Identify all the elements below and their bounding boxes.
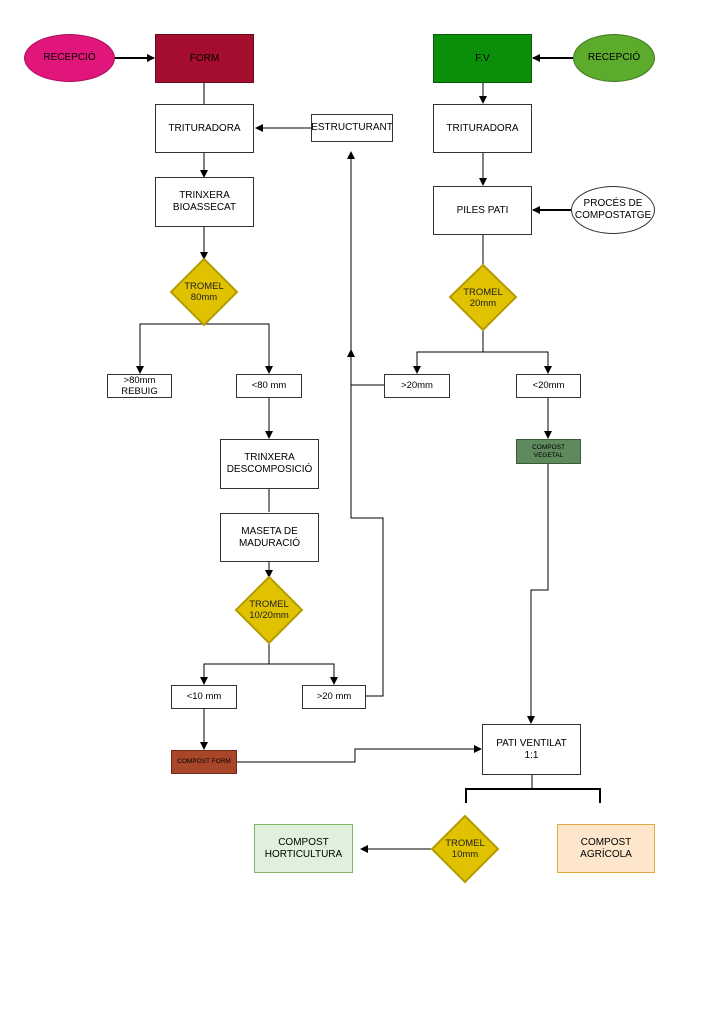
piles-pati-node: PILES PATI [433,186,532,235]
tromel-10-diamond [430,814,500,884]
edge-gt20left-estructurant [347,151,384,697]
rebuig-node: >80mm REBUIG [107,374,172,398]
edge-bracket [465,788,601,803]
edge-tromel20-split [413,330,484,374]
compost-horticultura-node: COMPOST HORTICULTURA [254,824,353,873]
estructurant-label: ESTRUCTURANT [311,122,393,133]
edge-tromel80-lt80 [204,323,273,374]
recepcio-right-node: RECEPCIÓ [573,34,655,82]
gt20-left-node: >20 mm [302,685,366,709]
trituradora-left-node: TRITURADORA [155,104,254,153]
proces-compostatge-node: PROCÉS DE COMPOSTATGE [571,186,655,234]
compost-agricola-node: COMPOST AGRÍCOLA [557,824,655,873]
lt10-node: <10 mm [171,685,237,709]
fv-node: F.V [433,34,532,83]
gt20-left-label: >20 mm [316,691,352,702]
pati-ventilat-label: PATI VENTILAT 1:1 [496,737,567,761]
gt20-right-node: >20mm [384,374,450,398]
trituradora-right-label: TRITURADORA [446,122,519,134]
tromel-20-diamond [448,263,518,332]
tromel-10-label: TROMEL 10mm [445,838,485,860]
trituradora-left-label: TRITURADORA [168,122,241,134]
edge-tromel80-split [136,323,204,374]
estructurant-node: ESTRUCTURANT [311,114,393,142]
compost-agricola-label: COMPOST AGRÍCOLA [580,836,632,860]
compost-vegetal-node: COMPOST VEGETAL [516,439,581,464]
trinxera-descomposicio-node: TRINXERA DESCOMPOSICIÓ [220,439,319,489]
edge-tromel1020-split [200,642,270,685]
rebuig-label: >80mm REBUIG [121,375,158,397]
compost-vegetal-label: COMPOST VEGETAL [532,443,565,459]
tromel-20-label: TROMEL 20mm [463,287,503,309]
fv-label: F.V [475,52,490,64]
tromel-1020-diamond [234,575,304,645]
edge-tromel1020-gt20 [269,663,338,685]
lt20-node: <20mm [516,374,581,398]
trinxera-bioassecat-node: TRINXERA BIOASSECAT [155,177,254,227]
recepcio-left-label: RECEPCIÓ [43,52,96,63]
tromel-diamonds [169,257,518,884]
compost-horticultura-label: COMPOST HORTICULTURA [264,836,343,860]
edge-compostform-pativentilat [236,745,482,763]
maseta-node: MASETA DE MADURACIÓ [220,513,319,562]
recepcio-left-node: RECEPCIÓ [24,34,115,82]
lt10-label: <10 mm [186,691,222,702]
form-label: FORM [189,52,220,64]
recepcio-right-label: RECEPCIÓ [587,52,641,63]
compost-form-label: COMPOST FORM [177,758,231,765]
proces-compostatge-label: PROCÉS DE COMPOSTATGE [574,198,652,221]
trinxera-bioassecat-label: TRINXERA BIOASSECAT [172,190,237,213]
lt80-label: <80 mm [251,380,287,391]
lt80-node: <80 mm [236,374,302,398]
compost-form-node: COMPOST FORM [171,750,237,774]
trituradora-right-node: TRITURADORA [433,104,532,153]
lt20-label: <20mm [532,380,565,391]
tromel-1020-label: TROMEL 10/20mm [249,599,289,621]
edge-compostvegetal-pativentilat [527,464,549,724]
trinxera-descomposicio-label: TRINXERA DESCOMPOSICIÓ [226,452,313,475]
gt20-right-label: >20mm [401,380,433,391]
edge-tromel20-lt20 [483,351,552,374]
pati-ventilat-node: PATI VENTILAT 1:1 [482,724,581,775]
form-node: FORM [155,34,254,83]
maseta-label: MASETA DE MADURACIÓ [238,525,301,549]
tromel-80-diamond [169,257,239,327]
piles-pati-label: PILES PATI [456,204,509,216]
tromel-80-label: TROMEL 80mm [184,281,224,303]
